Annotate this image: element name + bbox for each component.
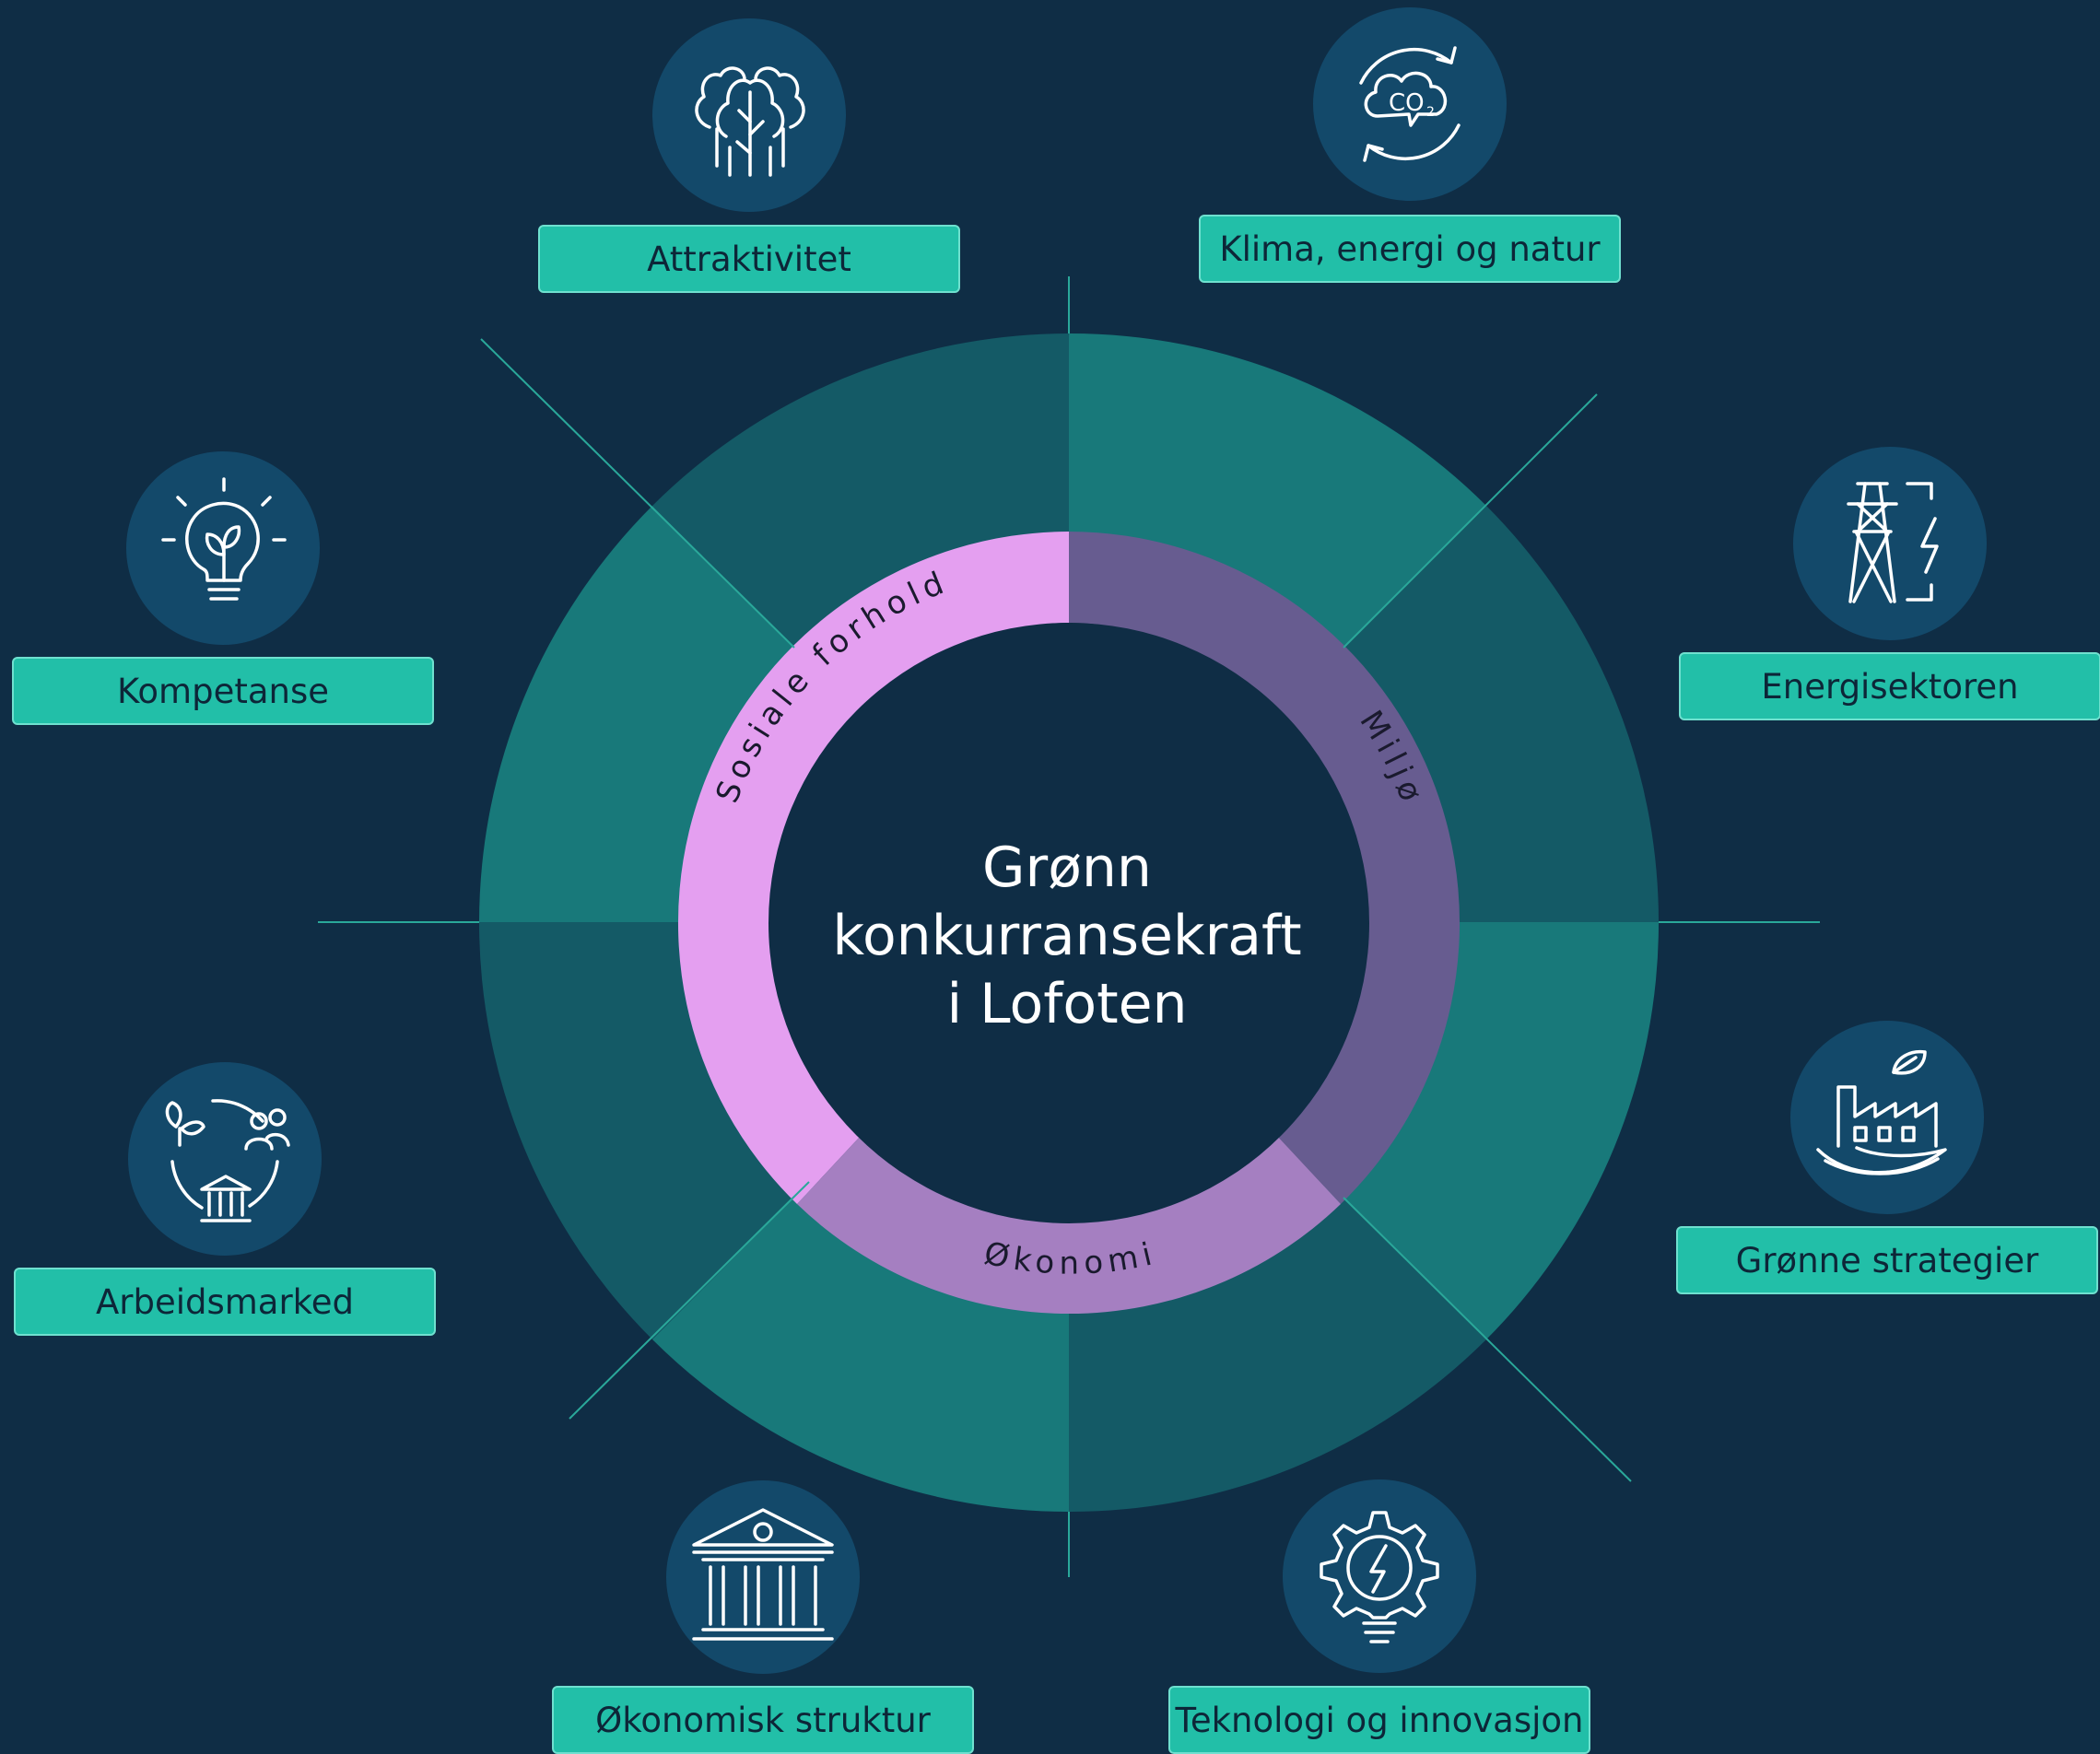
outer-segment-attraktivitet (652, 333, 1069, 663)
theme-okonomisk-struktur: Økonomisk struktur (552, 1686, 974, 1754)
outer-segment-arbeidsmarked (479, 922, 809, 1339)
divider-top-left (480, 338, 795, 649)
outer-ring (479, 333, 1660, 1513)
theme-energisektoren: Energisektoren (1679, 652, 2100, 720)
divider-bottom-left (569, 1181, 810, 1420)
pillar-ring (677, 532, 1461, 1315)
theme-klima: Klima, energi og natur (1199, 215, 1621, 283)
lightbulb-leaf-icon (126, 451, 320, 645)
svg-text:2: 2 (1426, 105, 1435, 120)
gear-bolt-icon (1283, 1479, 1476, 1673)
green-factory-icon (1790, 1021, 1984, 1214)
theme-kompetanse-label: Kompetanse (116, 671, 330, 711)
theme-attraktivitet-label: Attraktivitet (647, 239, 851, 279)
power-tower-icon (1793, 447, 1987, 640)
bank-building-icon (666, 1480, 860, 1674)
outer-segment-klima (1069, 333, 1486, 663)
center-title: Grønn konkurransekraft i Lofoten (791, 834, 1343, 1038)
trees-icon (652, 18, 846, 212)
economy-cycle-icon (128, 1062, 322, 1256)
pillar-miljo (1069, 532, 1461, 1204)
outer-segment-struktur (652, 1182, 1069, 1512)
center-title-line2: konkurransekraft (832, 904, 1302, 968)
theme-teknologi: Teknologi og innovasjon (1168, 1686, 1590, 1754)
center-title-line1: Grønn (982, 836, 1152, 900)
svg-text:CO: CO (1389, 89, 1425, 117)
outer-segment-energi (1329, 506, 1659, 922)
outer-segment-kompetanse (479, 506, 809, 922)
theme-gronne-strategier: Grønne strategier (1676, 1226, 2098, 1294)
co2-cycle-icon: CO 2 (1313, 7, 1507, 201)
divider-bottom-right (1343, 1197, 1632, 1482)
divider-top-right (1343, 393, 1598, 649)
theme-klima-label: Klima, energi og natur (1219, 228, 1601, 269)
divider-lines (318, 276, 1820, 1577)
outer-segment-teknologi (1069, 1182, 1486, 1513)
theme-arbeidsmarked: Arbeidsmarked (14, 1268, 436, 1336)
theme-arbeidsmarked-label: Arbeidsmarked (95, 1281, 355, 1322)
theme-attraktivitet: Attraktivitet (538, 225, 960, 293)
pillar-okonomi (797, 1136, 1341, 1315)
center-title-line3: i Lofoten (946, 972, 1188, 1036)
theme-gronne-strategier-label: Grønne strategier (1735, 1240, 2039, 1280)
center-core (768, 623, 1369, 1223)
pillar-sosiale-forhold (677, 532, 1069, 1204)
outer-segment-strategier (1329, 922, 1660, 1339)
theme-kompetanse: Kompetanse (12, 657, 434, 725)
theme-energisektoren-label: Energisektoren (1761, 666, 2019, 707)
theme-teknologi-label: Teknologi og innovasjon (1175, 1700, 1584, 1740)
theme-okonomisk-struktur-label: Økonomisk struktur (595, 1700, 931, 1740)
